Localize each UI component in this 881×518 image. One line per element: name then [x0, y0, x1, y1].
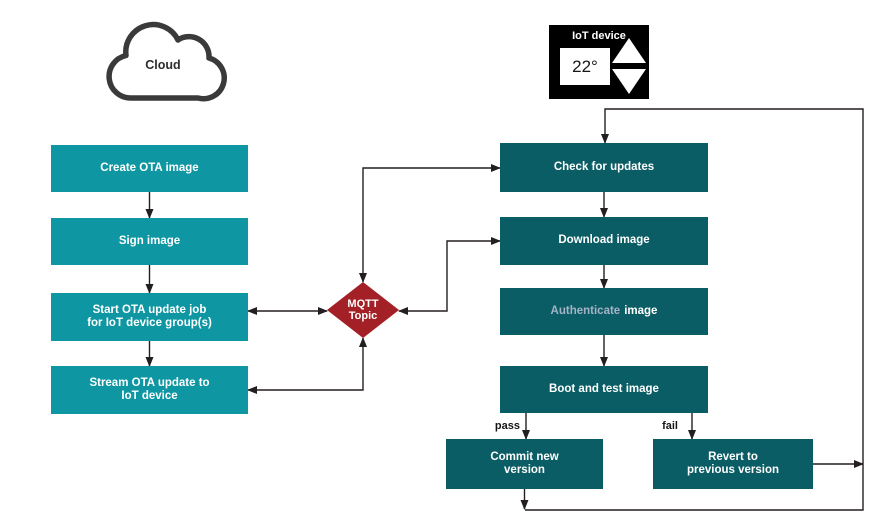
mqtt-label-line1: MQTT — [347, 298, 379, 310]
flow-box-label-line1: Commit new — [490, 450, 559, 463]
iot-device-panel: IoT device 22° — [549, 25, 649, 99]
temperature-display: 22° — [560, 48, 610, 85]
flow-box-label-line1: Start OTA update job — [92, 303, 207, 316]
flow-box-label: Download image — [558, 234, 650, 247]
flow-box-authenticate-image: Authenticate image — [500, 288, 708, 335]
flow-box-label-authenticate: Authenticate — [550, 304, 621, 317]
flow-box-label: Check for updates — [553, 160, 655, 173]
flow-box-label: Boot and test image — [549, 382, 659, 395]
mqtt-label-line2: Topic — [348, 310, 378, 322]
flow-box-label-line2: for IoT device group(s) — [87, 317, 212, 329]
thermostat-up-down-icon — [612, 38, 646, 94]
flow-box-label-line1: Stream OTA update to — [89, 376, 210, 389]
flow-box-download-image: Download image — [500, 217, 708, 265]
flow-box-sign-image: Sign image — [51, 218, 248, 265]
flow-box-label: Create OTA image — [100, 161, 199, 174]
flow-box-label-line1: Revert to — [708, 450, 758, 463]
flow-box-label-line2: previous version — [686, 464, 780, 476]
arrow-mqtt-stream-ota — [247, 337, 367, 394]
flow-box-label-line2: IoT device — [121, 390, 178, 402]
flow-box-create-ota-image: Create OTA image — [51, 145, 248, 192]
flow-box-label-image: image — [624, 304, 658, 317]
arrow-loop-to-check — [525, 108, 864, 511]
arrow-mqtt-download-image — [398, 237, 501, 315]
mqtt-topic-label: MQTT Topic — [328, 289, 398, 331]
arrow-mqtt-check-updates — [359, 164, 501, 283]
flow-box-start-ota-update-job: Start OTA update job for IoT device grou… — [51, 293, 248, 341]
fail-branch-label: fail — [662, 420, 678, 432]
cloud-icon — [106, 21, 227, 102]
flow-box-boot-and-test-image: Boot and test image — [500, 366, 708, 413]
mqtt-topic-diamond — [327, 282, 399, 338]
flow-box-label-line2: version — [504, 464, 545, 476]
flow-box-stream-ota-update: Stream OTA update to IoT device — [51, 366, 248, 414]
flow-box-commit-new-version: Commit new version — [446, 439, 603, 489]
flow-box-check-for-updates: Check for updates — [500, 143, 708, 192]
pass-branch-label: pass — [494, 420, 520, 432]
iot-device-label: IoT device — [572, 30, 626, 42]
flow-box-label: Sign image — [118, 234, 181, 247]
flow-box-revert-previous-version: Revert to previous version — [653, 439, 813, 489]
cloud-label: Cloud — [145, 58, 181, 72]
